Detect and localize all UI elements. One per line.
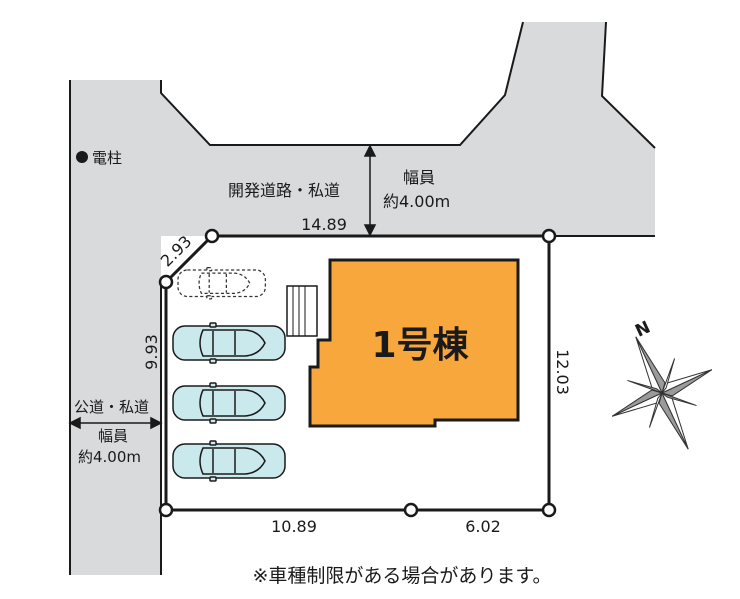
dim-bottom-right: 6.02 (465, 517, 501, 536)
compass-north-label: N (632, 317, 653, 341)
public-road (70, 80, 161, 575)
private-road-edge-right (600, 21, 656, 149)
marker (403, 502, 419, 518)
building-1: 1号棟 (286, 258, 520, 428)
boundary-markers (158, 228, 557, 518)
dim-right: 12.03 (553, 349, 572, 395)
marker (158, 274, 174, 290)
building-label: 1号棟 (371, 325, 469, 366)
car-dashed (177, 267, 266, 300)
private-road-label: 開発道路・私道 (228, 181, 340, 200)
public-road-label: 公道・私道 (74, 398, 149, 416)
marker (204, 228, 220, 244)
roads (69, 21, 656, 575)
utility-pole: 電柱 (76, 149, 122, 167)
car (172, 382, 286, 424)
private-road (161, 22, 655, 236)
public-road-width: 約4.00m (78, 448, 141, 466)
public-road-width-title: 幅員 (98, 427, 128, 445)
road-width-left (68, 416, 163, 430)
private-road-edge-upper (160, 21, 524, 146)
dim-left: 9.93 (142, 334, 161, 370)
utility-pole-label: 電柱 (92, 149, 122, 167)
utility-pole-icon (76, 151, 88, 163)
car (172, 440, 286, 482)
road-width-top (363, 144, 377, 237)
vehicle-note: ※車種制限がある場合があります。 (252, 565, 551, 587)
lot-boundary (164, 234, 551, 512)
dim-bottom-left: 10.89 (271, 517, 317, 536)
car (172, 322, 286, 364)
compass-icon (611, 336, 713, 450)
marker (541, 228, 557, 244)
marker (541, 502, 557, 518)
private-road-width: 約4.00m (383, 192, 450, 211)
marker (158, 502, 174, 518)
dim-top: 14.89 (301, 215, 347, 234)
private-road-width-title: 幅員 (403, 168, 435, 187)
entrance-steps (286, 285, 318, 337)
building-footprint (308, 258, 520, 428)
